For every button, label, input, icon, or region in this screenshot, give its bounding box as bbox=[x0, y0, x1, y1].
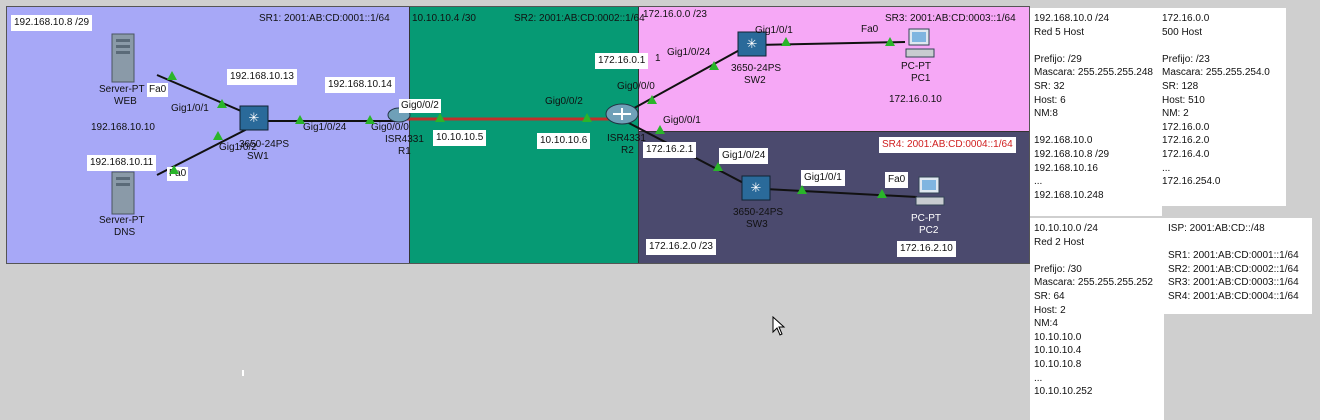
r2-port-wan: Gig0/0/2 bbox=[545, 96, 583, 107]
sw1-port-web: Gig1/0/1 bbox=[171, 103, 209, 114]
r2-ip-sw3: 172.16.2.1 bbox=[643, 142, 697, 158]
svg-text:✳: ✳ bbox=[751, 181, 762, 196]
sw2-port-pc: Gig1/0/1 bbox=[755, 25, 793, 36]
dns-name2: DNS bbox=[114, 227, 136, 238]
link-light bbox=[885, 37, 895, 46]
sw3-port-pc: Gig1/0/1 bbox=[801, 170, 845, 186]
link-light bbox=[167, 71, 177, 80]
svg-text:✳: ✳ bbox=[747, 37, 758, 52]
sw1-ip: 192.168.10.13 bbox=[227, 69, 297, 85]
link-light bbox=[582, 113, 592, 122]
sw2-port-r2: Gig1/0/24 bbox=[667, 47, 711, 58]
pc2-name2: PC2 bbox=[919, 225, 939, 236]
sr3-ipv6-label: SR3: 2001:AB:CD:0003::1/64 bbox=[885, 13, 1016, 24]
note-isp: ISP: 2001:AB:CD::/48 SR1: 2001:AB:CD:000… bbox=[1164, 218, 1312, 314]
link-light bbox=[655, 125, 665, 134]
note-red5: 192.168.10.0 /24 Red 5 Host Prefijo: /29… bbox=[1030, 8, 1162, 216]
dns-server-icon[interactable] bbox=[111, 171, 135, 215]
sr2-net-label: 10.10.10.4 /30 bbox=[412, 13, 476, 24]
link-r2-sw2 bbox=[626, 46, 746, 113]
r2-ip-wan: 10.10.10.6 bbox=[537, 133, 591, 149]
sr1-ipv6-label: SR1: 2001:AB:CD:0001::1/64 bbox=[259, 13, 390, 24]
topology-workspace[interactable]: 192.168.10.8 /29 SR1: 2001:AB:CD:0001::1… bbox=[6, 6, 1030, 264]
pc1-ip: 172.16.0.10 bbox=[889, 94, 942, 105]
r1-port-lan: Gig0/0/0 bbox=[371, 122, 409, 133]
web-ip: 192.168.10.10 bbox=[91, 122, 155, 133]
r2-router-icon[interactable] bbox=[605, 103, 639, 125]
sr2-ipv6-label: SR2: 2001:AB:CD:0002::1/64 bbox=[514, 13, 645, 24]
sw3-name: 3650-24PS bbox=[733, 207, 784, 218]
link-light bbox=[781, 37, 791, 46]
sw1-name: 3650-24PS bbox=[239, 139, 290, 150]
r2-ip-sw2: 172.16.0.1 bbox=[595, 53, 649, 69]
link-sw2-pc1 bbox=[754, 41, 906, 46]
link-sw3-pc2 bbox=[764, 188, 918, 198]
note-host500: 172.16.0.0 500 Host Prefijo: /23 Mascara… bbox=[1158, 8, 1286, 206]
sw3-switch-icon[interactable]: ✳ bbox=[741, 175, 771, 201]
pc1-port: Fa0 bbox=[861, 24, 879, 35]
pc2-computer-icon[interactable] bbox=[915, 175, 945, 209]
dns-ip: 192.168.10.11 bbox=[87, 155, 157, 171]
pc2-ip: 172.16.2.10 bbox=[897, 241, 956, 257]
sw3-name2: SW3 bbox=[746, 219, 768, 230]
r2-ip-sw2-suffix: 1 bbox=[655, 53, 661, 64]
dns-name: Server-PT bbox=[99, 215, 145, 226]
link-light bbox=[365, 115, 375, 124]
sw1-port-r1: Gig1/0/24 bbox=[303, 122, 347, 133]
sw1-name2: SW1 bbox=[247, 151, 269, 162]
r1-ip-wan: 10.10.10.5 bbox=[433, 130, 487, 146]
r2-name: ISR4331 bbox=[607, 133, 646, 144]
sw2-switch-icon[interactable]: ✳ bbox=[737, 31, 767, 57]
link-light bbox=[169, 165, 179, 174]
link-light bbox=[647, 95, 657, 104]
link-light bbox=[877, 189, 887, 198]
sw2-name: 3650-24PS bbox=[731, 63, 782, 74]
sr1-net-label: 192.168.10.8 /29 bbox=[11, 15, 93, 31]
link-light bbox=[217, 99, 227, 108]
sr4-ipv6-label: SR4: 2001:AB:CD:0004::1/64 bbox=[879, 137, 1016, 153]
link-light bbox=[295, 115, 305, 124]
link-light bbox=[709, 61, 719, 70]
sr3-net-label: 172.16.0.0 /23 bbox=[643, 9, 707, 20]
link-light bbox=[797, 185, 807, 194]
r1-ip-lan: 192.168.10.14 bbox=[325, 77, 395, 93]
sw1-port-dns: Gig1/0/2 bbox=[219, 142, 257, 153]
note-red2: 10.10.10.0 /24 Red 2 Host Prefijo: /30 M… bbox=[1030, 218, 1164, 420]
pc2-name: PC-PT bbox=[911, 213, 941, 224]
svg-text:✳: ✳ bbox=[249, 111, 260, 126]
web-name2: WEB bbox=[114, 96, 137, 107]
web-name: Server-PT bbox=[99, 84, 145, 95]
pc1-name2: PC1 bbox=[911, 73, 931, 84]
links-layer bbox=[156, 41, 918, 198]
r2-port-sw2: Gig0/0/0 bbox=[617, 81, 655, 92]
sr4-net-label: 172.16.2.0 /23 bbox=[646, 239, 716, 255]
mouse-cursor-icon bbox=[772, 316, 786, 336]
r1-name2: R1 bbox=[398, 146, 411, 157]
r1-port-wan: Gig0/0/2 bbox=[399, 99, 441, 113]
small-mark bbox=[242, 370, 244, 376]
link-light bbox=[213, 131, 223, 140]
web-port-label: Fa0 bbox=[147, 83, 169, 97]
link-light bbox=[713, 162, 723, 171]
link-light bbox=[435, 113, 445, 122]
pc1-name: PC-PT bbox=[901, 61, 931, 72]
r2-name2: R2 bbox=[621, 145, 634, 156]
pc1-computer-icon[interactable] bbox=[905, 27, 935, 61]
sw2-name2: SW2 bbox=[744, 75, 766, 86]
sw1-switch-icon[interactable]: ✳ bbox=[239, 105, 269, 131]
r1-name: ISR4331 bbox=[385, 134, 424, 145]
link-web-sw1 bbox=[156, 74, 256, 118]
sw3-port-r2: Gig1/0/24 bbox=[719, 148, 769, 164]
zone-sr1 bbox=[7, 7, 409, 263]
r2-port-sw3: Gig0/0/1 bbox=[663, 115, 701, 126]
web-server-icon[interactable] bbox=[111, 33, 135, 83]
pc2-port: Fa0 bbox=[885, 172, 909, 188]
